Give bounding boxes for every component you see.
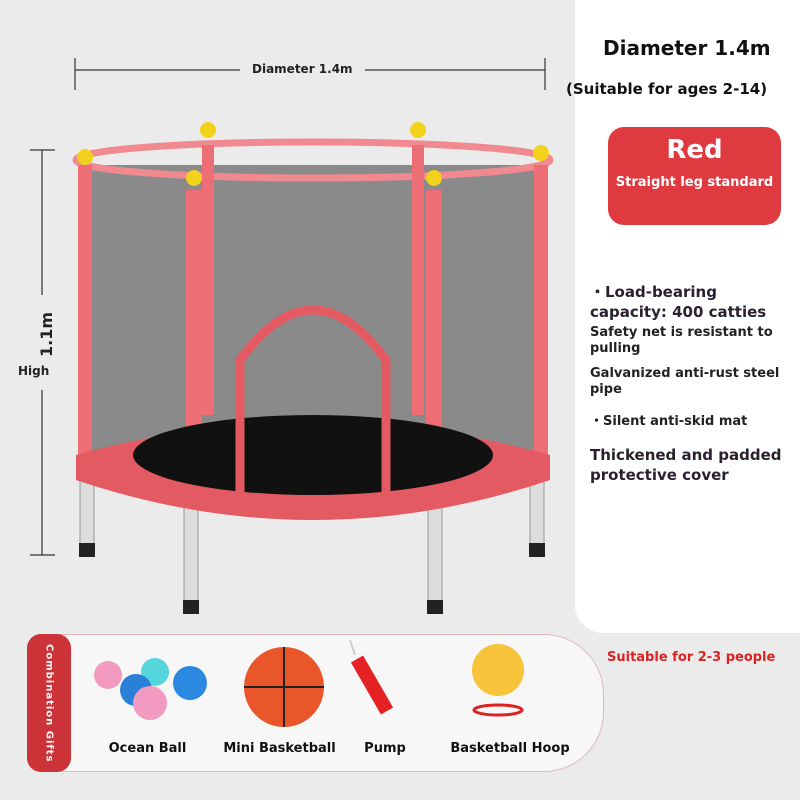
basketball-hoop-icon [472,644,524,717]
capacity-people: Suitable for 2-3 people [607,650,776,665]
height-value: 1.1m [37,311,57,358]
variant-name: Straight leg standard [615,175,774,190]
color-name: Red [666,135,723,165]
pump-icon [349,640,394,715]
feature-load: ・Load-bearing capacity: 400 catties [590,283,767,321]
trampoline-illustration [30,58,554,614]
height-label: High [18,364,50,378]
gift-images [94,640,524,727]
ocean-ball-icon [94,658,207,720]
feature-net: Safety net is resistant to pulling [590,325,773,356]
gift-mini-basketball: Mini Basketball [223,741,336,756]
info-panel [575,0,800,633]
feature-mat: ・Silent anti-skid mat [590,414,748,429]
basketball-icon [244,647,324,727]
color-option-red[interactable]: Red Straight leg standard [608,127,781,225]
feature-cover: Thickened and padded protective cover [590,446,782,484]
gifts-tab: Combination Gifts [27,634,71,772]
gift-pump: Pump [364,741,406,756]
age-range: (Suitable for ages 2-14) [566,80,768,98]
product-title: Diameter 1.4m [603,36,771,60]
gift-basketball-hoop: Basketball Hoop [450,741,570,756]
diameter-label: Diameter 1.4m [252,62,353,76]
gift-ocean-ball: Ocean Ball [108,741,187,756]
feature-pipe: Galvanized anti-rust steel pipe [590,366,780,397]
